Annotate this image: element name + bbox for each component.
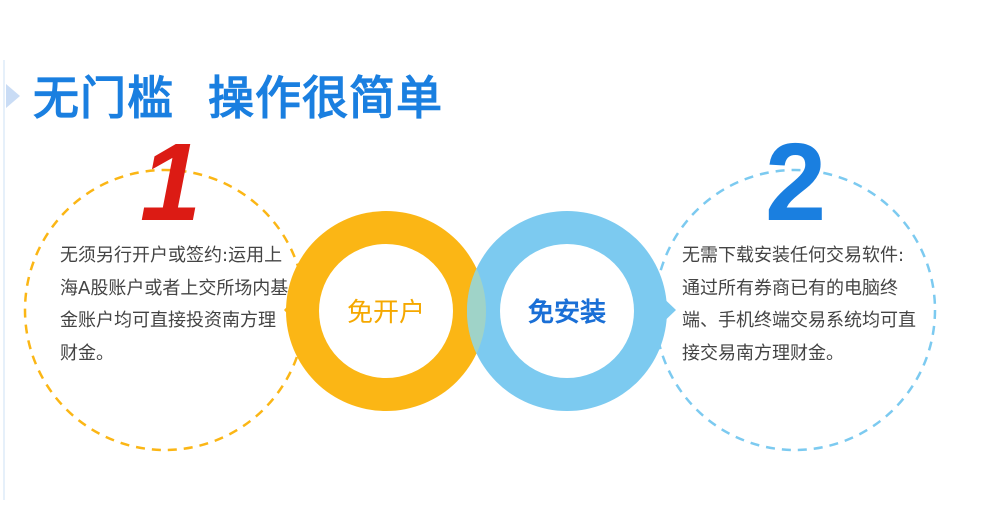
step-number-1: 1 <box>140 121 202 244</box>
page-title: 无门槛 操作很简单 <box>33 71 444 125</box>
step-number-2: 2 <box>765 121 827 244</box>
title-arrow-icon <box>6 84 20 108</box>
feature-label-no-install: 免安装 <box>527 298 606 328</box>
feature-description-2: 无需下载安装任何交易软件:通过所有券商已有的电脑终端、手机终端交易系统均可直接交… <box>682 245 916 364</box>
left-border-line <box>3 60 5 500</box>
blue-ring-center <box>500 244 634 378</box>
feature-description-1: 无须另行开户或签约:运用上海A股账户或者上交所场内基金账户均可直接投资南方理财金… <box>60 245 289 364</box>
orange-ring-center <box>319 244 453 378</box>
feature-label-no-account: 免开户 <box>346 298 425 328</box>
